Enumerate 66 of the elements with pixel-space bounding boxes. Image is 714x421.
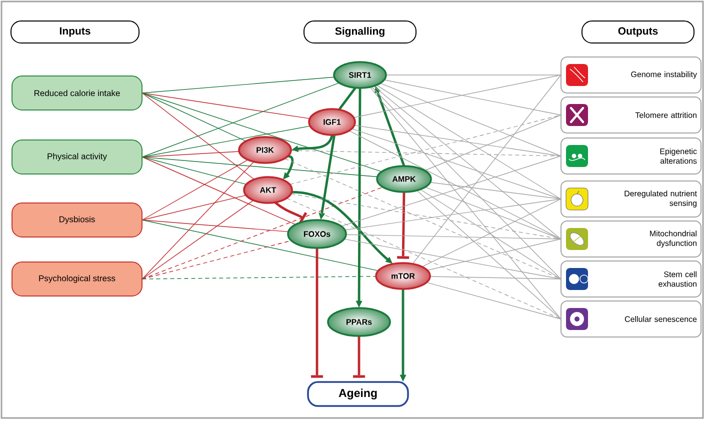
connector-line [380, 82, 562, 156]
connector-line [142, 151, 240, 158]
connector-line [290, 150, 562, 156]
connector-line [142, 92, 310, 119]
connector-line [142, 92, 254, 180]
connector-line [353, 74, 562, 118]
header-box: Inputs [10, 20, 140, 44]
connector-line [290, 114, 562, 185]
output-box: Mitochondrial dysfunction [560, 220, 702, 258]
connector-line [338, 87, 356, 110]
connector-line [142, 92, 382, 172]
connector-line [142, 220, 378, 272]
connector-line [344, 198, 562, 230]
connector-line [376, 84, 562, 200]
connector-line [373, 86, 562, 240]
connector-line [142, 156, 378, 178]
connector-line [426, 282, 562, 320]
header-box: Signalling [304, 20, 416, 44]
connector-line [142, 82, 340, 158]
connector-line [142, 200, 254, 280]
connector-line [142, 220, 289, 232]
connector-line [425, 186, 562, 240]
output-box: Deregulated nutrient sensing [560, 180, 702, 218]
outcome-box: Ageing [307, 381, 409, 407]
connector-line [142, 162, 254, 280]
inhibition-arrow [397, 192, 410, 259]
inhibition-arrow [311, 248, 323, 378]
connector-line [142, 126, 310, 158]
input-box: Physical activity [12, 140, 142, 174]
connector-line [422, 198, 562, 267]
connector-line [384, 80, 562, 116]
connector-line [142, 156, 296, 225]
connector-line [430, 276, 562, 280]
connector-line [344, 238, 562, 280]
output-box: Telomere attrition [560, 96, 702, 134]
connector-line [416, 190, 562, 320]
connector-line [370, 86, 562, 320]
connector-line [420, 189, 562, 280]
inhibition-arrow [353, 336, 365, 378]
output-box: Cellular senescence [560, 300, 702, 338]
connector-line [142, 76, 334, 94]
output-box: Stem cell exhaustion [560, 260, 702, 298]
input-box: Reduced calorie intake [12, 76, 142, 110]
input-box: Dysbiosis [12, 202, 142, 238]
connector-line [430, 182, 562, 200]
output-box: Epigenetic alterations [560, 138, 702, 174]
connector-line [286, 198, 562, 320]
connector-line [412, 74, 562, 264]
connector-line [142, 160, 248, 220]
connector-line [142, 276, 376, 280]
header-box: Outputs [582, 20, 694, 44]
connector-line [348, 130, 562, 240]
input-box: Psychological stress [12, 262, 142, 296]
connector-line [142, 156, 247, 185]
connector-line [386, 74, 562, 76]
connector-line [371, 86, 562, 280]
output-box: Genome instability [560, 56, 702, 94]
inhibition-arrow [274, 202, 308, 224]
connector-line [341, 156, 562, 227]
connector-line [142, 92, 246, 142]
connector-line [424, 114, 562, 171]
connector-line [142, 194, 246, 220]
connector-line [346, 234, 562, 240]
connector-line [352, 128, 562, 200]
connector-line [142, 186, 383, 280]
connector-line [427, 238, 562, 271]
